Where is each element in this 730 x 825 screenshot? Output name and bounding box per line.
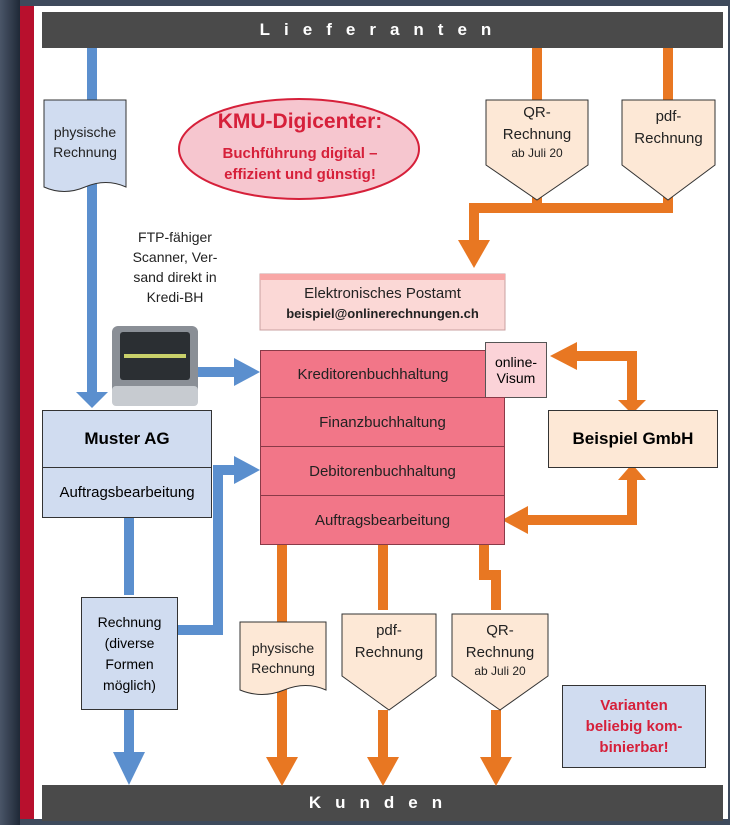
- customer-qr-label: QR- Rechnung ab Juli 20: [452, 620, 548, 678]
- rechnung-line-3: Formen: [105, 655, 154, 672]
- supplier-pdf-line-2: Rechnung: [634, 130, 703, 147]
- orange-line-merge: [469, 190, 542, 245]
- orange-arrowhead-kunden-2: [367, 757, 399, 786]
- supplier-qr-line-2: Rechnung: [502, 126, 572, 143]
- blue-arrowhead-muster: [76, 392, 108, 408]
- postamt-label: Elektronisches Postamt beispiel@onlinere…: [260, 284, 505, 324]
- muster-ag-box[interactable]: Muster AG: [42, 410, 212, 468]
- rechnung-line-4: möglich): [103, 676, 156, 693]
- beispiel-gmbh-box[interactable]: Beispiel GmbH: [548, 410, 718, 468]
- postamt-top-band: [260, 274, 505, 280]
- kmu-digicenter-oval: [178, 98, 420, 200]
- kreditorenbuchhaltung-module[interactable]: Kreditorenbuchhaltung: [260, 350, 486, 398]
- postamt-title: Elektronisches Postamt: [304, 285, 461, 302]
- customer-pdf-label: pdf- Rechnung: [342, 620, 436, 664]
- rechnung-diverse-box: Rechnung (diverse Formen möglich): [81, 597, 178, 710]
- online-visum-line-1: online-: [494, 354, 538, 370]
- customer-qr-document-shape: [451, 613, 549, 711]
- orange-arrowhead-kunden-1: [266, 757, 298, 786]
- customer-pdf-line-1: pdf-: [376, 622, 402, 639]
- customer-pdf-line-2: Rechnung: [354, 644, 424, 661]
- varianten-line-2: beliebig kom-: [585, 718, 683, 735]
- customer-physical-line-1: physische: [251, 640, 315, 656]
- orange-line-auftrag-beispiel: [525, 475, 637, 525]
- customer-qr-line-3: ab Juli 20: [474, 664, 526, 678]
- rechnung-line-1: Rechnung: [97, 613, 162, 630]
- blue-line-rechnung-to-debitoren: [178, 465, 238, 635]
- blue-arrowhead-debitoren: [234, 456, 260, 484]
- lieferanten-band: Lieferanten: [42, 12, 723, 48]
- customer-qr-line-1: QR-: [486, 622, 514, 639]
- supplier-pdf-label: pdf- Rechnung: [622, 106, 715, 150]
- customer-pdf-document-shape: [341, 613, 437, 711]
- debitorenbuchhaltung-module[interactable]: Debitorenbuchhaltung: [260, 446, 505, 496]
- orange-arrowhead-beispiel-top: [618, 400, 646, 414]
- varianten-line-1: Varianten: [600, 697, 668, 714]
- orange-arrowhead-visum: [550, 342, 577, 370]
- scanner-icon: [112, 326, 198, 406]
- scanner-note-line-3: sand direkt in: [133, 269, 217, 285]
- supplier-physical-label: physische Rechnung: [44, 122, 126, 162]
- supplier-physical-document-shape: [43, 99, 127, 192]
- blue-arrowhead-kunden: [113, 752, 145, 785]
- supplier-qr-line-3: ab Juli 20: [511, 146, 563, 160]
- postamt-email: beispiel@onlinerechnungen.ch: [286, 306, 479, 321]
- orange-flows: [277, 48, 673, 760]
- customer-physical-label: physische Rechnung: [240, 638, 326, 678]
- orange-line-merge-right: [474, 190, 673, 213]
- finanzbuchhaltung-module[interactable]: Finanzbuchhaltung: [260, 397, 505, 447]
- supplier-physical-line-1: physische: [53, 124, 117, 140]
- orange-arrowhead-auftrag: [502, 506, 528, 534]
- scanner-note-line-4: Kredi-BH: [146, 289, 204, 305]
- supplier-physical-line-2: Rechnung: [53, 144, 117, 160]
- varianten-note: Varianten beliebig kom- binierbar!: [562, 685, 706, 768]
- varianten-line-3: binierbar!: [599, 739, 669, 756]
- oval-line-2: effizient und günstig!: [224, 166, 376, 183]
- rechnung-line-2: (diverse: [104, 634, 155, 651]
- supplier-pdf-document-shape: [621, 99, 716, 201]
- orange-line-customer-3: [479, 545, 501, 610]
- kunden-band: Kunden: [42, 785, 723, 821]
- scanner-note-line-1: FTP-fähiger: [138, 229, 212, 245]
- orange-arrowhead-postamt: [458, 240, 490, 268]
- auftragsbearbeitung-module[interactable]: Auftragsbearbeitung: [260, 495, 505, 545]
- orange-arrowhead-kunden-3: [480, 757, 512, 786]
- oval-title: KMU-Digicenter:: [217, 110, 383, 133]
- blue-arrowhead-kreditoren: [234, 358, 260, 386]
- online-visum-line-2: Visum: [496, 370, 536, 386]
- orange-arrowhead-beispiel-bottom: [618, 464, 646, 480]
- oval-subtitle: Buchführung digital – effizient und güns…: [180, 143, 420, 185]
- supplier-qr-line-1: QR-: [523, 104, 551, 121]
- scanner-note: FTP-fähiger Scanner, Ver- sand direkt in…: [116, 227, 234, 307]
- muster-auftragsbearbeitung-box[interactable]: Auftragsbearbeitung: [42, 467, 212, 518]
- scanner-note-line-2: Scanner, Ver-: [132, 249, 218, 265]
- red-side-bar: [20, 6, 34, 819]
- customer-physical-line-2: Rechnung: [251, 660, 315, 676]
- orange-line-kreditoren-beispiel: [575, 351, 637, 405]
- background-strip-left: [0, 0, 20, 825]
- oval-line-1: Buchführung digital –: [222, 145, 378, 162]
- customer-qr-line-2: Rechnung: [465, 644, 535, 661]
- online-visum-box[interactable]: online- Visum: [485, 342, 547, 398]
- supplier-qr-document-shape: [485, 99, 589, 201]
- supplier-qr-label: QR- Rechnung ab Juli 20: [486, 102, 588, 160]
- customer-physical-document-shape: [239, 621, 327, 695]
- supplier-pdf-line-1: pdf-: [655, 108, 682, 125]
